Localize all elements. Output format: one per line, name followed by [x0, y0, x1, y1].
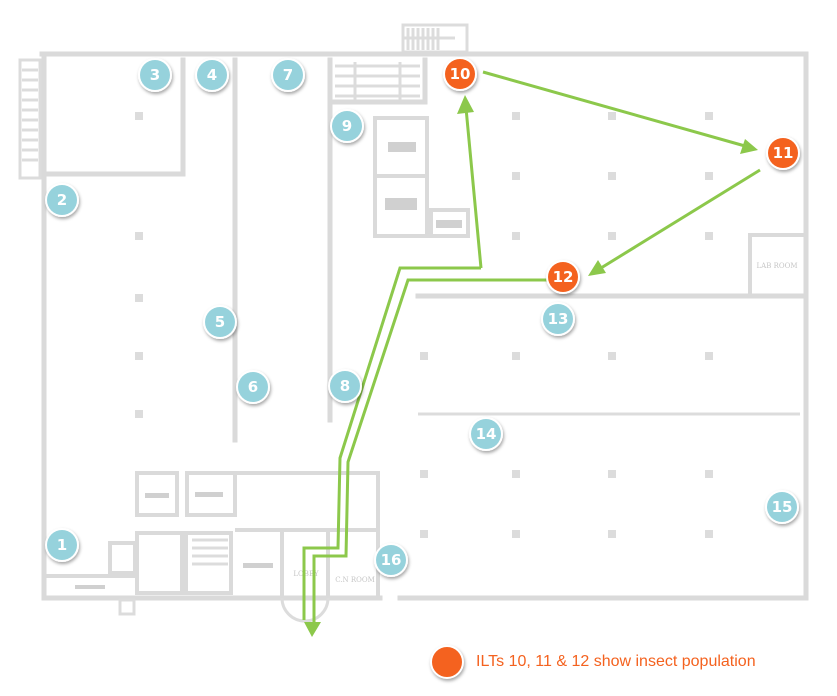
room-label-lobby: LOBBY: [293, 570, 319, 578]
svg-text:12: 12: [553, 268, 574, 286]
walls: LAB ROOM LOBBY C.N ROOM: [18, 23, 809, 623]
svg-text:3: 3: [150, 66, 160, 84]
svg-text:7: 7: [283, 66, 293, 84]
trap-marker-8[interactable]: 8: [328, 369, 362, 403]
trap-marker-6[interactable]: 6: [236, 370, 270, 404]
arrowhead: [740, 139, 758, 154]
svg-text:1: 1: [57, 536, 67, 554]
svg-text:6: 6: [248, 378, 258, 396]
trap-marker-5[interactable]: 5: [203, 305, 237, 339]
legend-text: ILTs 10, 11 & 12 show insect population: [476, 653, 756, 670]
arrowhead: [457, 95, 474, 114]
trap-marker-14[interactable]: 14: [469, 417, 503, 451]
trap-marker-13[interactable]: 13: [541, 302, 575, 336]
svg-text:8: 8: [340, 377, 350, 395]
svg-text:16: 16: [381, 551, 402, 569]
trap-marker-15[interactable]: 15: [765, 490, 799, 524]
trap-marker-7[interactable]: 7: [271, 58, 305, 92]
trap-marker-9[interactable]: 9: [330, 109, 364, 143]
room-label-cn: C.N ROOM: [335, 576, 375, 584]
svg-text:9: 9: [342, 117, 352, 135]
trap-marker-12[interactable]: 12: [546, 260, 580, 294]
trap-marker-1[interactable]: 1: [45, 528, 79, 562]
column-grid: [135, 112, 713, 538]
trap-marker-16[interactable]: 16: [374, 543, 408, 577]
room-label-lab: LAB ROOM: [757, 262, 798, 270]
trap-marker-10[interactable]: 10: [443, 57, 477, 91]
arrowhead: [588, 260, 606, 276]
trap-marker-11[interactable]: 11: [766, 136, 800, 170]
svg-text:15: 15: [772, 498, 793, 516]
svg-text:13: 13: [548, 310, 569, 328]
svg-text:4: 4: [207, 66, 217, 84]
trap-marker-2[interactable]: 2: [45, 183, 79, 217]
svg-text:2: 2: [57, 191, 67, 209]
svg-text:10: 10: [450, 65, 471, 83]
inspection-path: [302, 70, 761, 637]
svg-text:14: 14: [476, 425, 497, 443]
trap-marker-3[interactable]: 3: [138, 58, 172, 92]
exit-arrowhead: [304, 622, 321, 637]
trap-markers: 1 2 3 4 5 6 7 8 9 10 11 12 13 14 15 16: [45, 57, 800, 577]
trap-marker-4[interactable]: 4: [195, 58, 229, 92]
legend-orange-dot-icon: [430, 645, 464, 679]
legend: ILTs 10, 11 & 12 show insect population: [430, 645, 756, 679]
svg-text:5: 5: [215, 313, 225, 331]
svg-text:11: 11: [773, 144, 794, 162]
